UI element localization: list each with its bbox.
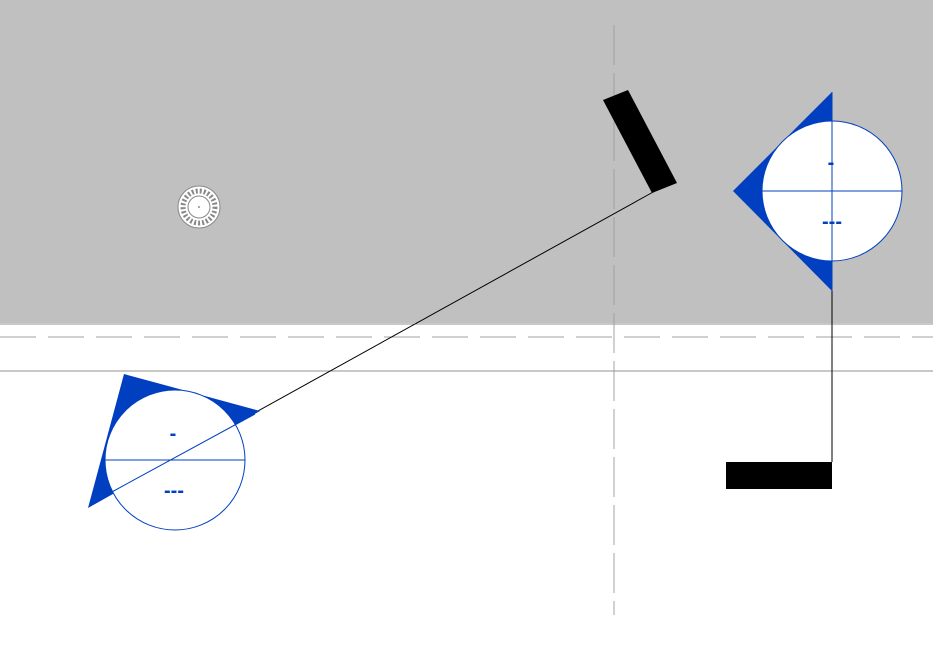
marker-lower-label: --- xyxy=(164,480,184,502)
marker-upper-label: - xyxy=(170,423,177,445)
marker-upper-label: - xyxy=(828,152,835,174)
section-tail-end-right[interactable] xyxy=(726,462,832,489)
section-marker-left[interactable]: - --- xyxy=(88,374,260,531)
survey-point-icon[interactable] xyxy=(177,185,221,229)
marker-lower-label: --- xyxy=(822,211,842,233)
section-marker-right[interactable]: - --- xyxy=(733,92,903,291)
section-tail-end[interactable] xyxy=(603,90,677,193)
